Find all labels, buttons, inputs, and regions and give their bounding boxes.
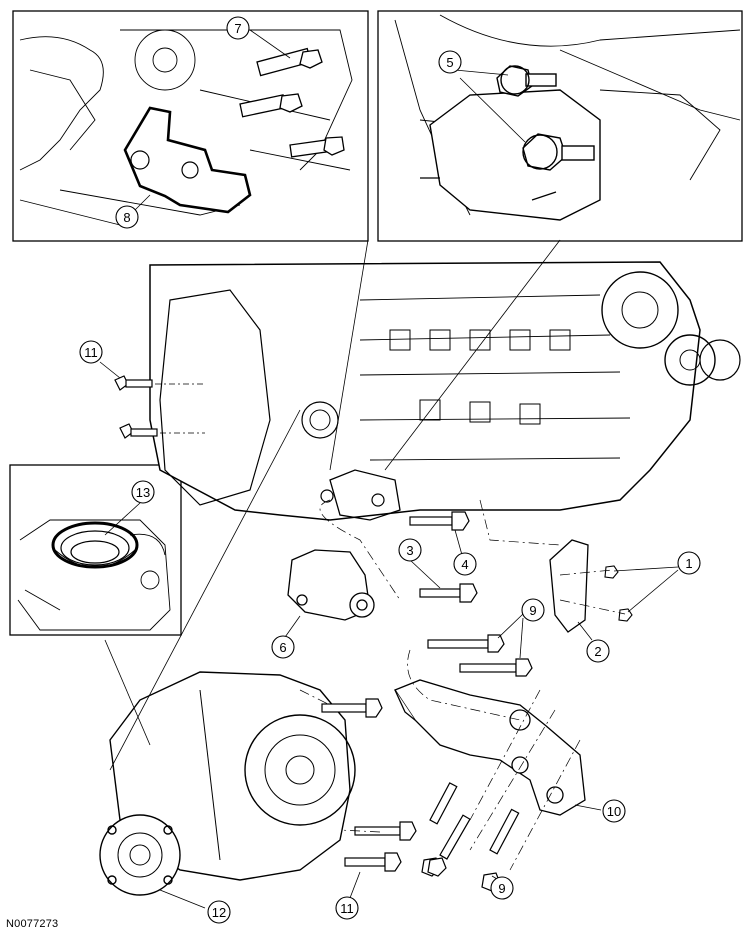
bolt-set-9-upper xyxy=(427,634,533,677)
transfer-case-12 xyxy=(99,671,356,896)
callout-6: 6 xyxy=(271,635,295,659)
callout-7: 7 xyxy=(226,16,250,40)
svg-text:1: 1 xyxy=(685,556,692,571)
callout-4: 4 xyxy=(453,552,477,576)
engine-assembly xyxy=(149,261,741,521)
callout-11-lower: 11 xyxy=(335,896,359,920)
nut-set-1 xyxy=(604,565,633,622)
callout-1: 1 xyxy=(677,551,701,575)
svg-text:5: 5 xyxy=(446,55,453,70)
callout-9-lower: 9 xyxy=(490,876,514,900)
svg-text:9: 9 xyxy=(498,881,505,896)
svg-text:11: 11 xyxy=(84,345,98,360)
bolt-set-7 xyxy=(239,47,345,158)
callout-5: 5 xyxy=(438,50,462,74)
inset-panel-top-left xyxy=(12,10,369,242)
callout-10: 10 xyxy=(602,799,626,823)
bolt-set-11-lower xyxy=(321,698,417,872)
bolt-4 xyxy=(409,511,470,531)
callout-3: 3 xyxy=(398,538,422,562)
callout-11-upper: 11 xyxy=(79,340,103,364)
figure-id: N0077273 xyxy=(6,918,59,930)
callout-9-upper: 9 xyxy=(521,598,545,622)
svg-text:4: 4 xyxy=(461,557,468,572)
bolt-set-5 xyxy=(496,65,595,171)
bolt-set-11-upper xyxy=(114,375,158,439)
center-lines xyxy=(299,499,626,871)
svg-text:9: 9 xyxy=(529,603,536,618)
bolt-3 xyxy=(419,583,478,603)
svg-text:12: 12 xyxy=(212,905,226,920)
svg-text:11: 11 xyxy=(340,901,354,916)
callout-8: 8 xyxy=(115,205,139,229)
leader-lines xyxy=(99,29,679,909)
callout-13: 13 xyxy=(131,480,155,504)
svg-text:13: 13 xyxy=(136,485,150,500)
inset-panel-left-seal xyxy=(9,464,182,636)
heat-shield-2 xyxy=(549,539,589,633)
bracket-8 xyxy=(123,106,252,214)
seal-13 xyxy=(51,521,139,569)
svg-text:3: 3 xyxy=(406,543,413,558)
mount-plate xyxy=(429,89,601,221)
callout-2: 2 xyxy=(586,639,610,663)
svg-text:8: 8 xyxy=(123,210,130,225)
callout-12: 12 xyxy=(207,900,231,924)
bracket-10 xyxy=(394,679,586,816)
svg-text:10: 10 xyxy=(607,804,621,819)
inset-panel-top-right xyxy=(377,10,743,242)
svg-text:7: 7 xyxy=(234,21,241,36)
svg-text:6: 6 xyxy=(279,640,286,655)
bolt-set-9-lower xyxy=(421,782,520,892)
svg-text:2: 2 xyxy=(594,644,601,659)
mount-6 xyxy=(287,549,375,621)
